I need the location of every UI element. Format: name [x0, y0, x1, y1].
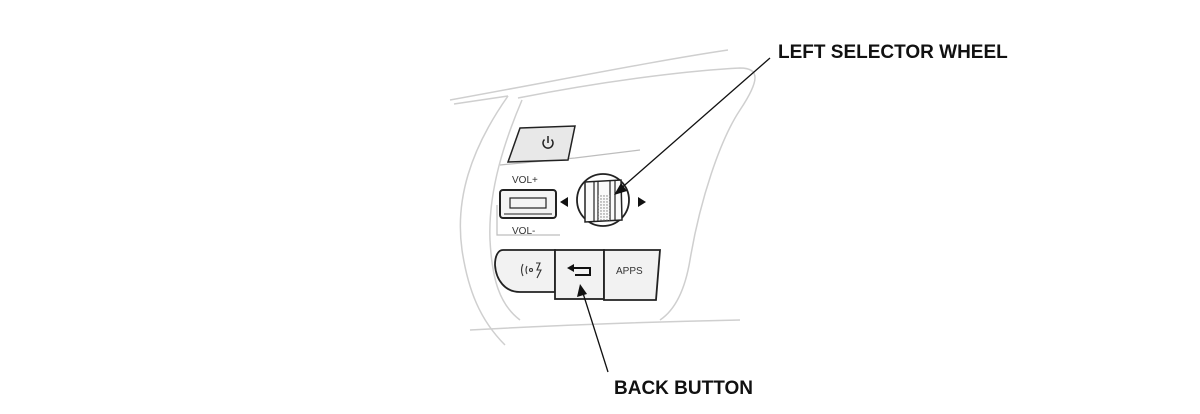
- callout-back-button: BACK BUTTON: [577, 284, 753, 399]
- housing-outline: [449, 49, 756, 346]
- apps-label: APPS: [616, 266, 643, 277]
- button-panel: [496, 149, 641, 236]
- volume-rocker[interactable]: VOL+ VOL-: [499, 175, 557, 237]
- vol-plus-label: VOL+: [512, 175, 538, 186]
- voice-command-button[interactable]: [520, 262, 542, 279]
- left-selector-wheel[interactable]: [560, 173, 646, 227]
- apps-button[interactable]: APPS: [616, 266, 643, 277]
- power-button[interactable]: [506, 125, 576, 163]
- callout-left-selector-wheel: LEFT SELECTOR WHEEL: [614, 42, 1008, 195]
- back-button-label: BACK BUTTON: [614, 378, 753, 399]
- power-icon: [542, 136, 554, 149]
- triangle-left-icon: [560, 197, 568, 207]
- triangle-right-icon: [638, 197, 646, 207]
- voice-command-icon: [520, 262, 542, 279]
- vol-minus-label: VOL-: [512, 226, 535, 237]
- back-button[interactable]: [567, 264, 591, 276]
- back-arrow-icon: [567, 264, 591, 276]
- left-selector-wheel-label: LEFT SELECTOR WHEEL: [778, 42, 1008, 63]
- bottom-button-row: APPS: [494, 249, 661, 301]
